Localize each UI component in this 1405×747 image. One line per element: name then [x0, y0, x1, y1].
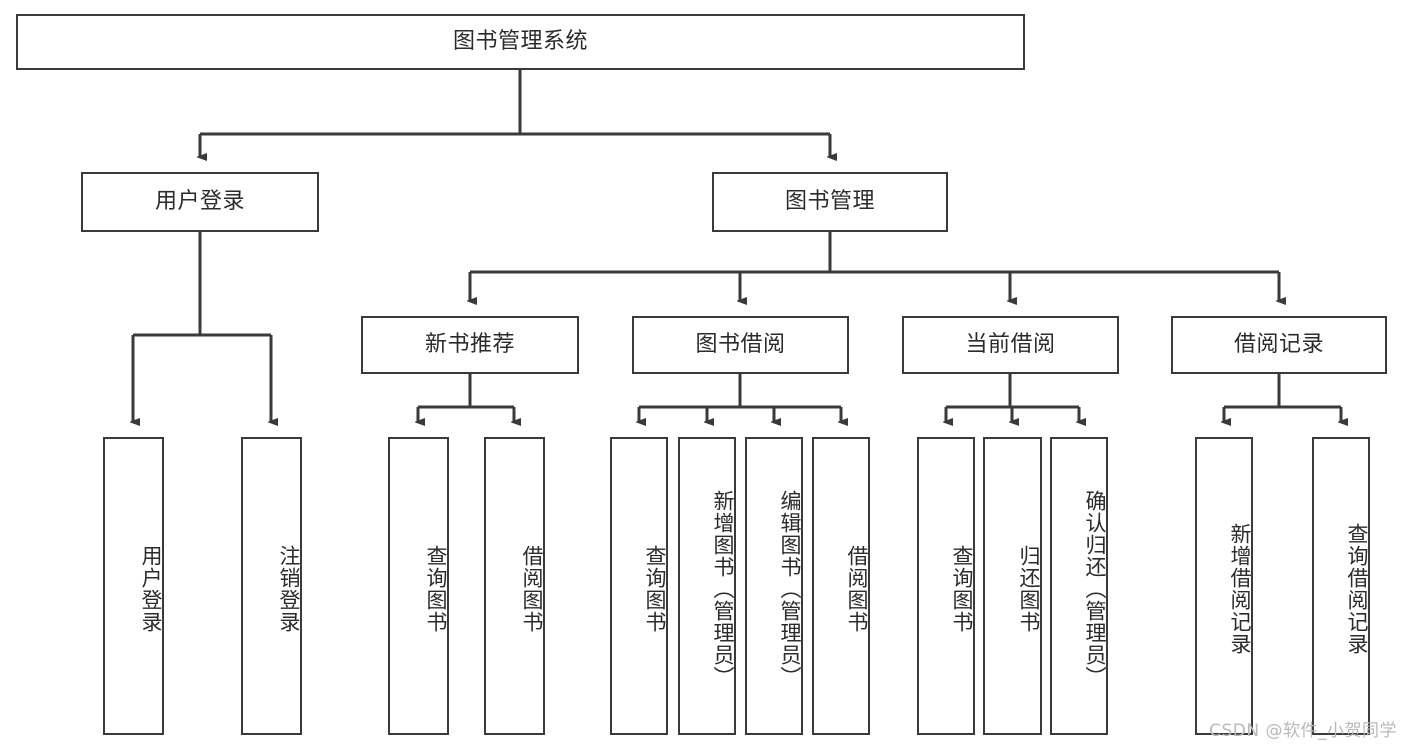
node-leaf-add-record-label: 新增借阅记录	[1228, 523, 1252, 655]
node-leaf-confirm-return-label: 确认归还（管理员）	[1083, 490, 1107, 688]
node-borrow-record-label: 借阅记录	[1233, 332, 1324, 358]
node-leaf-borrow-book-2-label: 借阅图书	[845, 545, 869, 633]
node-leaf-query-book-2[interactable]: 查询图书	[610, 437, 668, 735]
node-book-borrow[interactable]: 图书借阅	[632, 316, 849, 374]
node-leaf-logout[interactable]: 注销登录	[241, 437, 302, 735]
node-leaf-edit-book[interactable]: 编辑图书（管理员）	[745, 437, 803, 735]
node-leaf-confirm-return[interactable]: 确认归还（管理员）	[1050, 437, 1108, 735]
node-book-manage[interactable]: 图书管理	[712, 172, 948, 232]
node-leaf-add-book[interactable]: 新增图书（管理员）	[678, 437, 736, 735]
node-root[interactable]: 图书管理系统	[16, 14, 1025, 70]
node-leaf-add-record[interactable]: 新增借阅记录	[1195, 437, 1253, 735]
node-leaf-return-book[interactable]: 归还图书	[983, 437, 1042, 735]
node-leaf-query-record-label: 查询借阅记录	[1345, 523, 1369, 655]
node-user-login[interactable]: 用户登录	[81, 172, 319, 232]
node-book-borrow-label: 图书借阅	[695, 332, 786, 358]
node-borrow-record[interactable]: 借阅记录	[1171, 316, 1387, 374]
node-leaf-borrow-book-1[interactable]: 借阅图书	[484, 437, 545, 735]
node-leaf-query-book-2-label: 查询图书	[643, 545, 667, 633]
node-leaf-query-book-3-label: 查询图书	[950, 545, 974, 633]
node-leaf-query-book-3[interactable]: 查询图书	[917, 437, 975, 735]
node-leaf-borrow-book-2[interactable]: 借阅图书	[812, 437, 870, 735]
node-new-book-recommend-label: 新书推荐	[424, 332, 515, 358]
node-current-borrow-label: 当前借阅	[965, 332, 1056, 358]
node-leaf-borrow-book-1-label: 借阅图书	[520, 545, 544, 633]
node-user-login-label: 用户登录	[154, 189, 245, 215]
node-leaf-user-login-label: 用户登录	[139, 545, 163, 633]
node-leaf-edit-book-label: 编辑图书（管理员）	[778, 490, 802, 688]
node-leaf-query-book-1[interactable]: 查询图书	[388, 437, 449, 735]
node-root-label: 图书管理系统	[452, 29, 588, 55]
node-leaf-logout-label: 注销登录	[277, 545, 301, 633]
node-book-manage-label: 图书管理	[784, 189, 875, 215]
node-current-borrow[interactable]: 当前借阅	[902, 316, 1119, 374]
node-new-book-recommend[interactable]: 新书推荐	[361, 316, 579, 374]
node-leaf-query-book-1-label: 查询图书	[424, 545, 448, 633]
node-leaf-user-login[interactable]: 用户登录	[103, 437, 164, 735]
node-leaf-add-book-label: 新增图书（管理员）	[711, 490, 735, 688]
node-leaf-query-record[interactable]: 查询借阅记录	[1312, 437, 1370, 735]
node-leaf-return-book-label: 归还图书	[1017, 545, 1041, 633]
